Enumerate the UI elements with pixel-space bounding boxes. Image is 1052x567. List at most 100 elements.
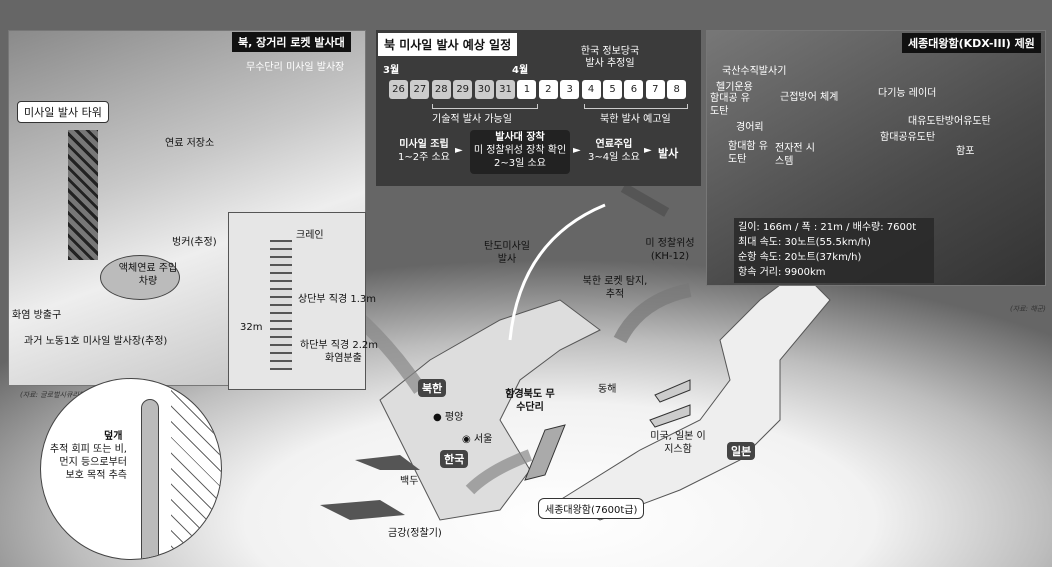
- missile-trajectory: [508, 203, 606, 341]
- city-name: 평양: [444, 412, 464, 423]
- cover-magnifier: [40, 378, 222, 560]
- tracking-label: 북한 로켓 탐지, 추적: [582, 276, 648, 300]
- april-label: 4월: [512, 65, 529, 76]
- step-mount-box: [470, 130, 570, 174]
- ballistic-label: 탄도미사일 발사: [484, 241, 530, 265]
- schedule-title: 북 미사일 발사 예상 일정: [378, 33, 518, 56]
- arrow-icon: ►: [455, 145, 463, 156]
- march-label: 3월: [383, 65, 400, 76]
- ship-part-label: 함포: [956, 146, 975, 157]
- launch-site-title: 북, 장거리 로켓 발사대: [232, 32, 351, 52]
- sejong-ship-icon: [524, 424, 566, 481]
- step-title: 미사일 조립: [399, 139, 449, 150]
- ship-part-label: 대유도탄방어유도탄: [908, 116, 991, 127]
- old-site-pad: [100, 255, 180, 300]
- geumgang-label: 금강(정찰기): [388, 528, 442, 539]
- step-assembly: 미사일 조립 1~2주 소요: [398, 138, 450, 164]
- tower-inset-panel: [228, 212, 366, 390]
- step-title: 발사대 장착: [495, 132, 545, 143]
- step-fuel: 연료주입 3~4일 소요: [588, 138, 640, 164]
- ship-part-label: 함대공유도탄: [880, 132, 936, 143]
- step-launch: 발사: [658, 147, 679, 160]
- upper-diameter-label: 상단부 직경 1.3m: [298, 294, 377, 305]
- spec-line: 최대 속도: 30노트(55.5km/h): [738, 237, 871, 248]
- date-cell: 28: [431, 80, 451, 99]
- ship-title: 세종대왕함(KDX-III) 제원: [902, 33, 1041, 53]
- site-label: 함경북도 무수단리: [505, 389, 555, 413]
- step-duration: 3~4일 소요: [588, 152, 640, 163]
- estimate-label-2: 발사 추정일: [585, 58, 635, 69]
- flame-label: 화염분출: [325, 353, 362, 364]
- date-cell: 4: [581, 80, 601, 99]
- japan-land: [558, 269, 831, 521]
- ship-part-label: 함대공 유도탄: [710, 93, 750, 117]
- ship-part-label: 국산수직발사기: [722, 66, 787, 77]
- technical-bracket: [432, 104, 538, 109]
- arrow-icon: ►: [644, 145, 652, 156]
- aegis-ship-icon: [654, 379, 691, 403]
- spec-line: 길이: 166m / 폭 : 21m / 배수량: 7600t: [738, 222, 917, 233]
- step-duration: 2~3일 소요: [494, 158, 546, 169]
- aegis-ship-icon: [649, 404, 691, 428]
- step-duration: 1~2주 소요: [398, 152, 450, 163]
- date-cell: 1: [517, 80, 537, 99]
- spec-line: 순항 속도: 20노트(37km/h): [738, 252, 862, 263]
- liquid-fuel-label: 액체연료 주입 차량: [118, 263, 178, 287]
- tower-label: 미사일 발사 타워: [17, 101, 109, 123]
- lower-diameter-label: 하단부 직경 2.2m: [300, 340, 379, 351]
- flame-outlet-label: 화염 방출구: [12, 310, 62, 321]
- spec-line: 항속 거리: 9900km: [738, 267, 826, 278]
- date-cell: 29: [453, 80, 473, 99]
- ship-part-label: 다기능 레이더: [878, 88, 937, 99]
- old-site-label: 과거 노동1호 미사일 발사장(추정): [24, 336, 168, 347]
- cover-title: 덮개: [104, 431, 123, 442]
- date-cell: 7: [645, 80, 665, 99]
- ship-part-label: 경어뢰: [736, 122, 764, 133]
- date-cell: 27: [410, 80, 430, 99]
- cover-desc-2: 먼지 등으로부터: [59, 457, 127, 468]
- east-sea-label: 동해: [598, 384, 617, 395]
- tower-lattice: [171, 379, 221, 559]
- date-cell: 5: [603, 80, 622, 99]
- date-cell: 6: [624, 80, 644, 99]
- estimate-label-1: 한국 정보당국: [580, 46, 640, 57]
- rocket-cover-illustration: [141, 399, 159, 559]
- date-cell: 26: [389, 80, 408, 99]
- cover-desc-3: 보호 목적 추측: [65, 470, 127, 481]
- satellite-icon: [620, 183, 670, 217]
- ship-part-label: 함대함 유도탄: [728, 141, 768, 165]
- cover-desc-1: 추적 회피 또는 비,: [49, 444, 127, 455]
- arrow-icon: ►: [573, 145, 581, 156]
- launch-site-source: (자료: 글로벌시큐리티): [20, 391, 89, 399]
- south-korea-tag: 한국: [440, 450, 469, 468]
- launch-site-subtitle: 무수단리 미사일 발사장: [246, 62, 345, 73]
- bunker-label: 벙커(추정): [172, 237, 217, 248]
- crane-label: 크레인: [296, 230, 324, 241]
- arrow-bottom: [465, 449, 533, 495]
- japan-tag: 일본: [727, 442, 756, 460]
- date-cell: 2: [538, 80, 558, 99]
- step-title: 연료주입: [595, 139, 633, 150]
- aircraft-icon: [320, 500, 405, 520]
- aegis-label: 미국, 일본 이지스함: [650, 431, 706, 455]
- ship-part-label: 근접방어 체계: [780, 92, 839, 103]
- date-cell: 3: [560, 80, 580, 99]
- notice-bracket: [584, 104, 688, 109]
- baekdu-label: 백두: [400, 476, 419, 487]
- satellite-label: 미 정찰위성 (KH-12): [645, 238, 695, 262]
- korea-peninsula: [379, 299, 601, 521]
- ship-source: (자료: 해군): [1010, 305, 1046, 313]
- city-name: 서울: [473, 434, 493, 445]
- date-cell: 31: [496, 80, 515, 99]
- north-korea-tag: 북한: [418, 379, 447, 397]
- technical-label: 기술적 발사 가능일: [432, 114, 512, 125]
- date-cell: 8: [667, 80, 687, 99]
- launch-tower-illustration: [68, 130, 98, 260]
- fuel-storage-label: 연료 저장소: [165, 138, 215, 149]
- arrow-right: [613, 283, 692, 344]
- pyongyang-label: ● 평양: [433, 412, 464, 423]
- sejong-label: 세종대왕함(7600t급): [538, 498, 645, 519]
- ship-specs: 길이: 166m / 폭 : 21m / 배수량: 7600t 최대 속도: 3…: [734, 218, 934, 283]
- tower-detail-illustration: [270, 240, 292, 370]
